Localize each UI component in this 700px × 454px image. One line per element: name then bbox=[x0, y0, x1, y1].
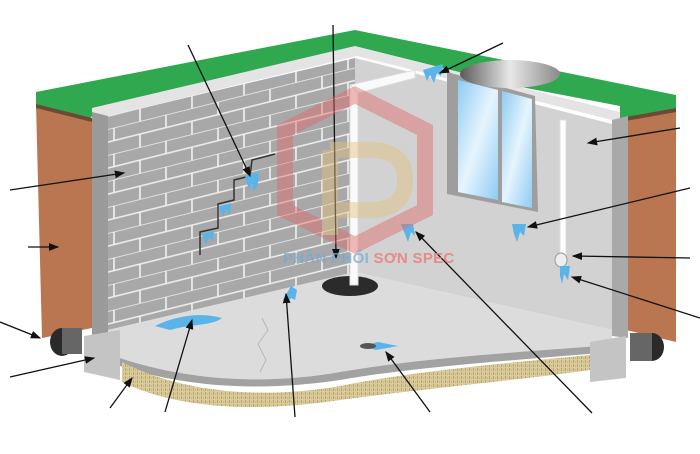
watermark-logo bbox=[277, 86, 433, 254]
floor-crack bbox=[257, 317, 269, 373]
window bbox=[447, 72, 538, 212]
exterior-soil bbox=[36, 104, 676, 342]
pipe-penetration bbox=[554, 119, 568, 268]
leader-lines bbox=[0, 24, 700, 418]
basement-floor bbox=[108, 272, 612, 387]
floor-drain bbox=[360, 343, 376, 349]
sump-pit bbox=[322, 276, 378, 296]
block-wall bbox=[92, 58, 355, 340]
water-leaks bbox=[155, 64, 570, 350]
footing-drain bbox=[50, 328, 664, 361]
watermark-text: PHÂN PHỐI SƠN SPEC bbox=[283, 250, 455, 267]
gravel-base bbox=[122, 355, 590, 407]
footing bbox=[84, 330, 626, 382]
stair-crack bbox=[199, 153, 276, 255]
window-well bbox=[460, 60, 560, 88]
sump-pipe bbox=[349, 69, 416, 286]
